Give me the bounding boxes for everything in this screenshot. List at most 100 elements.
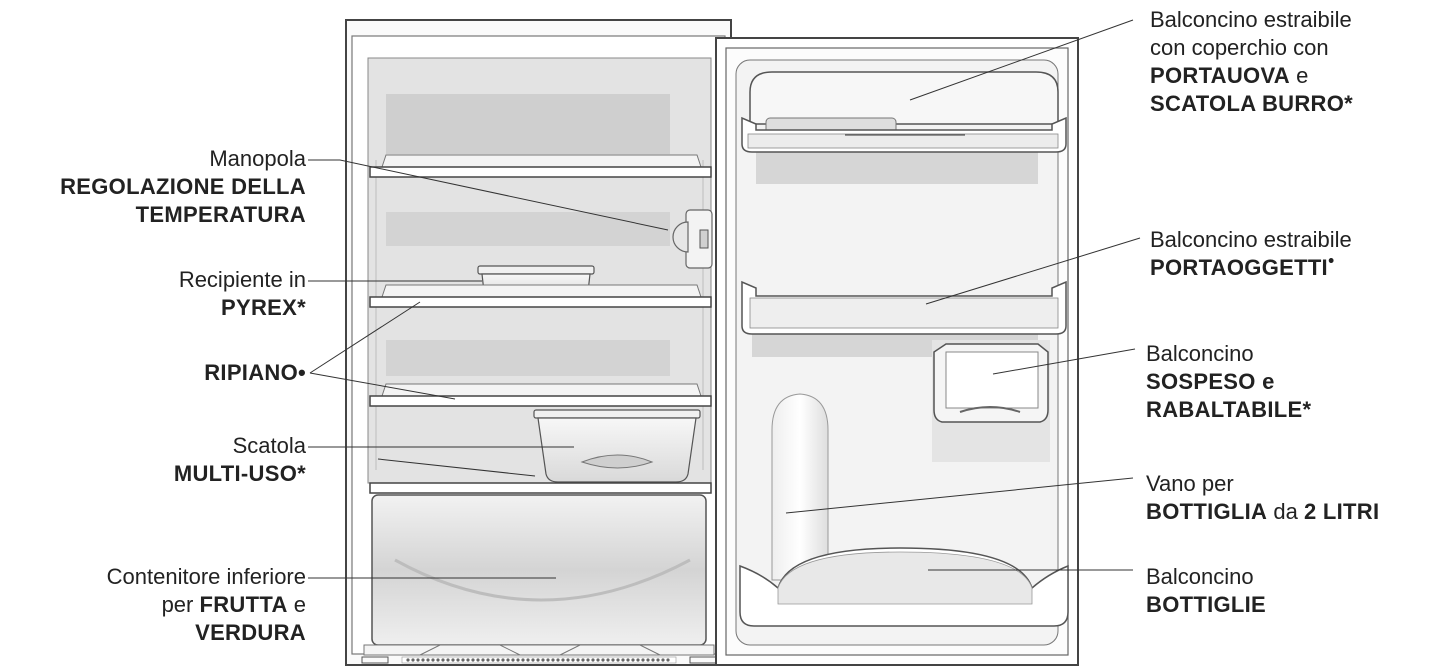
scatola-line2: MULTI-USO* <box>173 461 306 486</box>
vent-dot <box>636 658 640 662</box>
vent-dot <box>631 658 635 662</box>
crisper-drawer <box>363 494 715 656</box>
vent-grille <box>361 656 717 664</box>
vent-dot <box>476 658 480 662</box>
vano-line2-mid: da <box>1267 499 1304 524</box>
vent-dot <box>446 658 450 662</box>
label-recipiente: Recipiente in PYREX* <box>179 266 306 322</box>
vent-dot <box>546 658 550 662</box>
vent-dot <box>621 658 625 662</box>
vent-dot <box>426 658 430 662</box>
recipiente-line2: PYREX* <box>221 295 306 320</box>
portaoggetti-line2: PORTAOGGETTI <box>1150 255 1328 280</box>
bottiglie-line1: Balconcino <box>1146 564 1254 589</box>
vent-dot <box>581 658 585 662</box>
shelf-top <box>369 154 712 178</box>
vent-dot <box>506 658 510 662</box>
label-balc-coperchio: Balconcino estraibile con coperchio con … <box>1150 6 1353 118</box>
temperature-knob <box>672 209 713 269</box>
multi-use-box <box>533 409 701 483</box>
vent-dot <box>551 658 555 662</box>
vent-dot <box>656 658 660 662</box>
vent-dot <box>481 658 485 662</box>
portaoggetti-balcony <box>741 280 1067 335</box>
balc-coperchio-line3-post: e <box>1290 63 1309 88</box>
leader-scatola-2 <box>377 458 536 477</box>
vent-dot <box>526 658 530 662</box>
vent-dot <box>416 658 420 662</box>
vent-dot <box>521 658 525 662</box>
leader-balc-coperchio <box>909 19 1134 101</box>
leader-portaoggetti <box>925 237 1141 305</box>
label-ripiano: RIPIANO• <box>204 359 306 387</box>
contenitore-line3: VERDURA <box>195 620 306 645</box>
vent-dot <box>556 658 560 662</box>
vent-dot <box>666 658 670 662</box>
sospeso-line3: RABALTABILE* <box>1146 397 1312 422</box>
vent-dot <box>421 658 425 662</box>
portaoggetti-line1: Balconcino estraibile <box>1150 227 1352 252</box>
vent-dot <box>511 658 515 662</box>
portaoggetti-bullet: • <box>1327 250 1335 271</box>
vent-dot <box>436 658 440 662</box>
vent-dot <box>606 658 610 662</box>
leader-vano <box>785 477 1134 514</box>
vent-dot <box>601 658 605 662</box>
vent-dot <box>651 658 655 662</box>
vent-dot <box>406 658 410 662</box>
manopola-line2: REGOLAZIONE DELLA <box>60 174 306 199</box>
hanging-flip-balcony <box>932 340 1050 462</box>
vent-dot <box>576 658 580 662</box>
vent-dot <box>486 658 490 662</box>
vent-dot <box>616 658 620 662</box>
sospeso-line1: Balconcino <box>1146 341 1254 366</box>
vent-dot <box>411 658 415 662</box>
scatola-line1: Scatola <box>232 433 306 458</box>
vent-dot <box>451 658 455 662</box>
contenitore-line2-bold: FRUTTA <box>199 592 288 617</box>
vano-line2-bold2: 2 LITRI <box>1303 499 1380 524</box>
label-bottiglie: Balconcino BOTTIGLIE <box>1146 563 1266 619</box>
shelf-lower <box>369 383 712 407</box>
label-portaoggetti: Balconcino estraibile PORTAOGGETTI• <box>1150 226 1352 282</box>
vano-line1: Vano per <box>1146 471 1234 496</box>
bottiglie-line2: BOTTIGLIE <box>1146 592 1267 617</box>
contenitore-line2-pre: per <box>161 592 200 617</box>
vent-dot <box>541 658 545 662</box>
vent-dot <box>586 658 590 662</box>
egg-butter-balcony <box>741 71 1067 153</box>
leader-ripiano-1 <box>309 301 421 374</box>
vent-dot <box>626 658 630 662</box>
balc-coperchio-line1: Balconcino estraibile <box>1150 7 1352 32</box>
label-contenitore: Contenitore inferiore per FRUTTA e VERDU… <box>107 563 306 647</box>
vent-dot <box>491 658 495 662</box>
contenitore-line1: Contenitore inferiore <box>106 564 306 589</box>
balc-coperchio-line3-bold: PORTAUOVA <box>1150 63 1290 88</box>
vent-dot <box>661 658 665 662</box>
vent-dot <box>456 658 460 662</box>
balc-coperchio-line4: SCATOLA BURRO* <box>1150 91 1354 116</box>
sospeso-line2: SOSPESO e <box>1146 369 1275 394</box>
vent-dot <box>496 658 500 662</box>
vent-dot <box>571 658 575 662</box>
vent-dot <box>531 658 535 662</box>
vent-dot <box>596 658 600 662</box>
vent-dot <box>441 658 445 662</box>
vent-dot <box>611 658 615 662</box>
vent-dot <box>466 658 470 662</box>
shelf-middle <box>369 284 712 308</box>
label-sospeso: Balconcino SOSPESO e RABALTABILE* <box>1146 340 1311 424</box>
vano-line2-bold: BOTTIGLIA <box>1146 499 1268 524</box>
vent-dot <box>471 658 475 662</box>
label-scatola: Scatola MULTI-USO* <box>174 432 306 488</box>
leader-ripiano-2 <box>309 372 456 400</box>
vent-dot <box>646 658 650 662</box>
recipiente-line1: Recipiente in <box>178 267 306 292</box>
vent-dot <box>591 658 595 662</box>
label-vano: Vano per BOTTIGLIA da 2 LITRI <box>1146 470 1379 526</box>
bottle-space <box>771 393 829 581</box>
leader-sospeso <box>992 348 1136 375</box>
ripiano-line1: RIPIANO• <box>204 360 306 385</box>
vent-dot <box>431 658 435 662</box>
